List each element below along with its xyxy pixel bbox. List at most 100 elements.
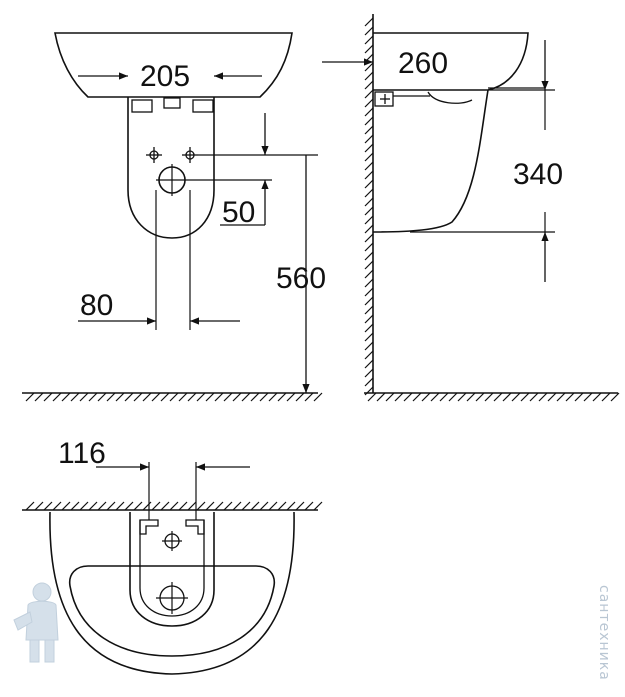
hatch-mark bbox=[304, 501, 314, 511]
hatch-mark bbox=[364, 233, 374, 243]
hatch-mark bbox=[364, 215, 374, 225]
hatch-mark bbox=[364, 188, 374, 198]
hatch-mark bbox=[61, 392, 71, 402]
hatch-mark bbox=[295, 501, 305, 511]
front-pedestal-outline bbox=[127, 97, 215, 239]
hatch-mark bbox=[25, 501, 35, 511]
hatch-mark bbox=[61, 501, 71, 511]
hatch-mark bbox=[364, 287, 374, 297]
hatch-mark bbox=[364, 80, 374, 90]
hatch-mark bbox=[364, 26, 374, 36]
hatch-mark bbox=[241, 392, 251, 402]
hatch-mark bbox=[115, 501, 125, 511]
hatch-mark bbox=[34, 501, 44, 511]
hatch-mark bbox=[520, 392, 530, 402]
hatch-mark bbox=[214, 501, 224, 511]
hatch-mark bbox=[610, 392, 620, 402]
hatch-mark bbox=[277, 392, 287, 402]
hatch-mark bbox=[412, 392, 422, 402]
hatch-mark bbox=[70, 392, 80, 402]
hatch-mark bbox=[367, 392, 377, 402]
dim-outlet-offset-label: 50 bbox=[222, 196, 255, 229]
hatch-mark bbox=[439, 392, 449, 402]
hatch-mark bbox=[475, 392, 485, 402]
side-fixing-bracket bbox=[374, 91, 394, 107]
hatch-mark bbox=[250, 501, 260, 511]
hatch-mark bbox=[178, 392, 188, 402]
hatch-mark bbox=[364, 116, 374, 126]
hatch-mark bbox=[364, 314, 374, 324]
hatch-mark bbox=[133, 392, 143, 402]
top-bowl-outline bbox=[68, 565, 276, 657]
hatch-mark bbox=[259, 501, 269, 511]
top-pedestal-outline bbox=[129, 512, 215, 627]
side-view bbox=[322, 14, 620, 402]
hatch-mark bbox=[364, 35, 374, 45]
hatch-mark bbox=[169, 501, 179, 511]
hatch-mark bbox=[52, 392, 62, 402]
dim-fixing-spacing-label: 116 bbox=[58, 437, 106, 470]
hatch-mark bbox=[70, 501, 80, 511]
hatch-mark bbox=[364, 341, 374, 351]
hatch-mark bbox=[538, 392, 548, 402]
hatch-mark bbox=[106, 392, 116, 402]
hatch-mark bbox=[529, 392, 539, 402]
hatch-mark bbox=[25, 392, 35, 402]
hatch-mark bbox=[364, 53, 374, 63]
top-right-bracket bbox=[185, 519, 205, 535]
hatch-mark bbox=[364, 269, 374, 279]
hatch-mark bbox=[151, 501, 161, 511]
hatch-mark bbox=[394, 392, 404, 402]
top-view bbox=[22, 462, 323, 675]
hatch-mark bbox=[565, 392, 575, 402]
front-basin-outline bbox=[54, 32, 293, 98]
top-left-bracket bbox=[139, 519, 159, 535]
dim-pipe-spacing-label: 80 bbox=[80, 289, 113, 322]
hatch-mark bbox=[364, 332, 374, 342]
hatch-mark bbox=[241, 501, 251, 511]
hatch-mark bbox=[97, 501, 107, 511]
hatch-mark bbox=[364, 368, 374, 378]
hatch-mark bbox=[34, 392, 44, 402]
hatch-mark bbox=[43, 392, 53, 402]
hatch-mark bbox=[364, 224, 374, 234]
hatch-mark bbox=[187, 392, 197, 402]
hatch-mark bbox=[364, 179, 374, 189]
hatch-mark bbox=[250, 392, 260, 402]
hatch-mark bbox=[196, 501, 206, 511]
hatch-mark bbox=[364, 170, 374, 180]
hatch-mark bbox=[484, 392, 494, 402]
hatch-mark bbox=[364, 98, 374, 108]
hatch-mark bbox=[97, 392, 107, 402]
front-right-bracket bbox=[192, 99, 214, 113]
hatch-mark bbox=[364, 89, 374, 99]
hatch-mark bbox=[421, 392, 431, 402]
hatch-mark bbox=[304, 392, 314, 402]
hatch-mark bbox=[583, 392, 593, 402]
hatch-mark bbox=[160, 392, 170, 402]
hatch-mark bbox=[223, 501, 233, 511]
hatch-mark bbox=[364, 296, 374, 306]
hatch-mark bbox=[79, 501, 89, 511]
hatch-mark bbox=[466, 392, 476, 402]
top-wall-hatch bbox=[25, 501, 323, 511]
hatch-mark bbox=[79, 392, 89, 402]
hatch-mark bbox=[601, 392, 611, 402]
hatch-mark bbox=[364, 125, 374, 135]
dim-basin-depth-label: 260 bbox=[398, 47, 448, 80]
hatch-mark bbox=[364, 278, 374, 288]
hatch-mark bbox=[142, 501, 152, 511]
hatch-mark bbox=[286, 501, 296, 511]
hatch-mark bbox=[376, 392, 386, 402]
hatch-mark bbox=[364, 197, 374, 207]
hatch-mark bbox=[133, 501, 143, 511]
hatch-mark bbox=[502, 392, 512, 402]
hatch-mark bbox=[364, 62, 374, 72]
hatch-mark bbox=[223, 392, 233, 402]
hatch-mark bbox=[364, 359, 374, 369]
hatch-mark bbox=[385, 392, 395, 402]
hatch-mark bbox=[364, 143, 374, 153]
hatch-mark bbox=[43, 501, 53, 511]
hatch-mark bbox=[124, 501, 134, 511]
